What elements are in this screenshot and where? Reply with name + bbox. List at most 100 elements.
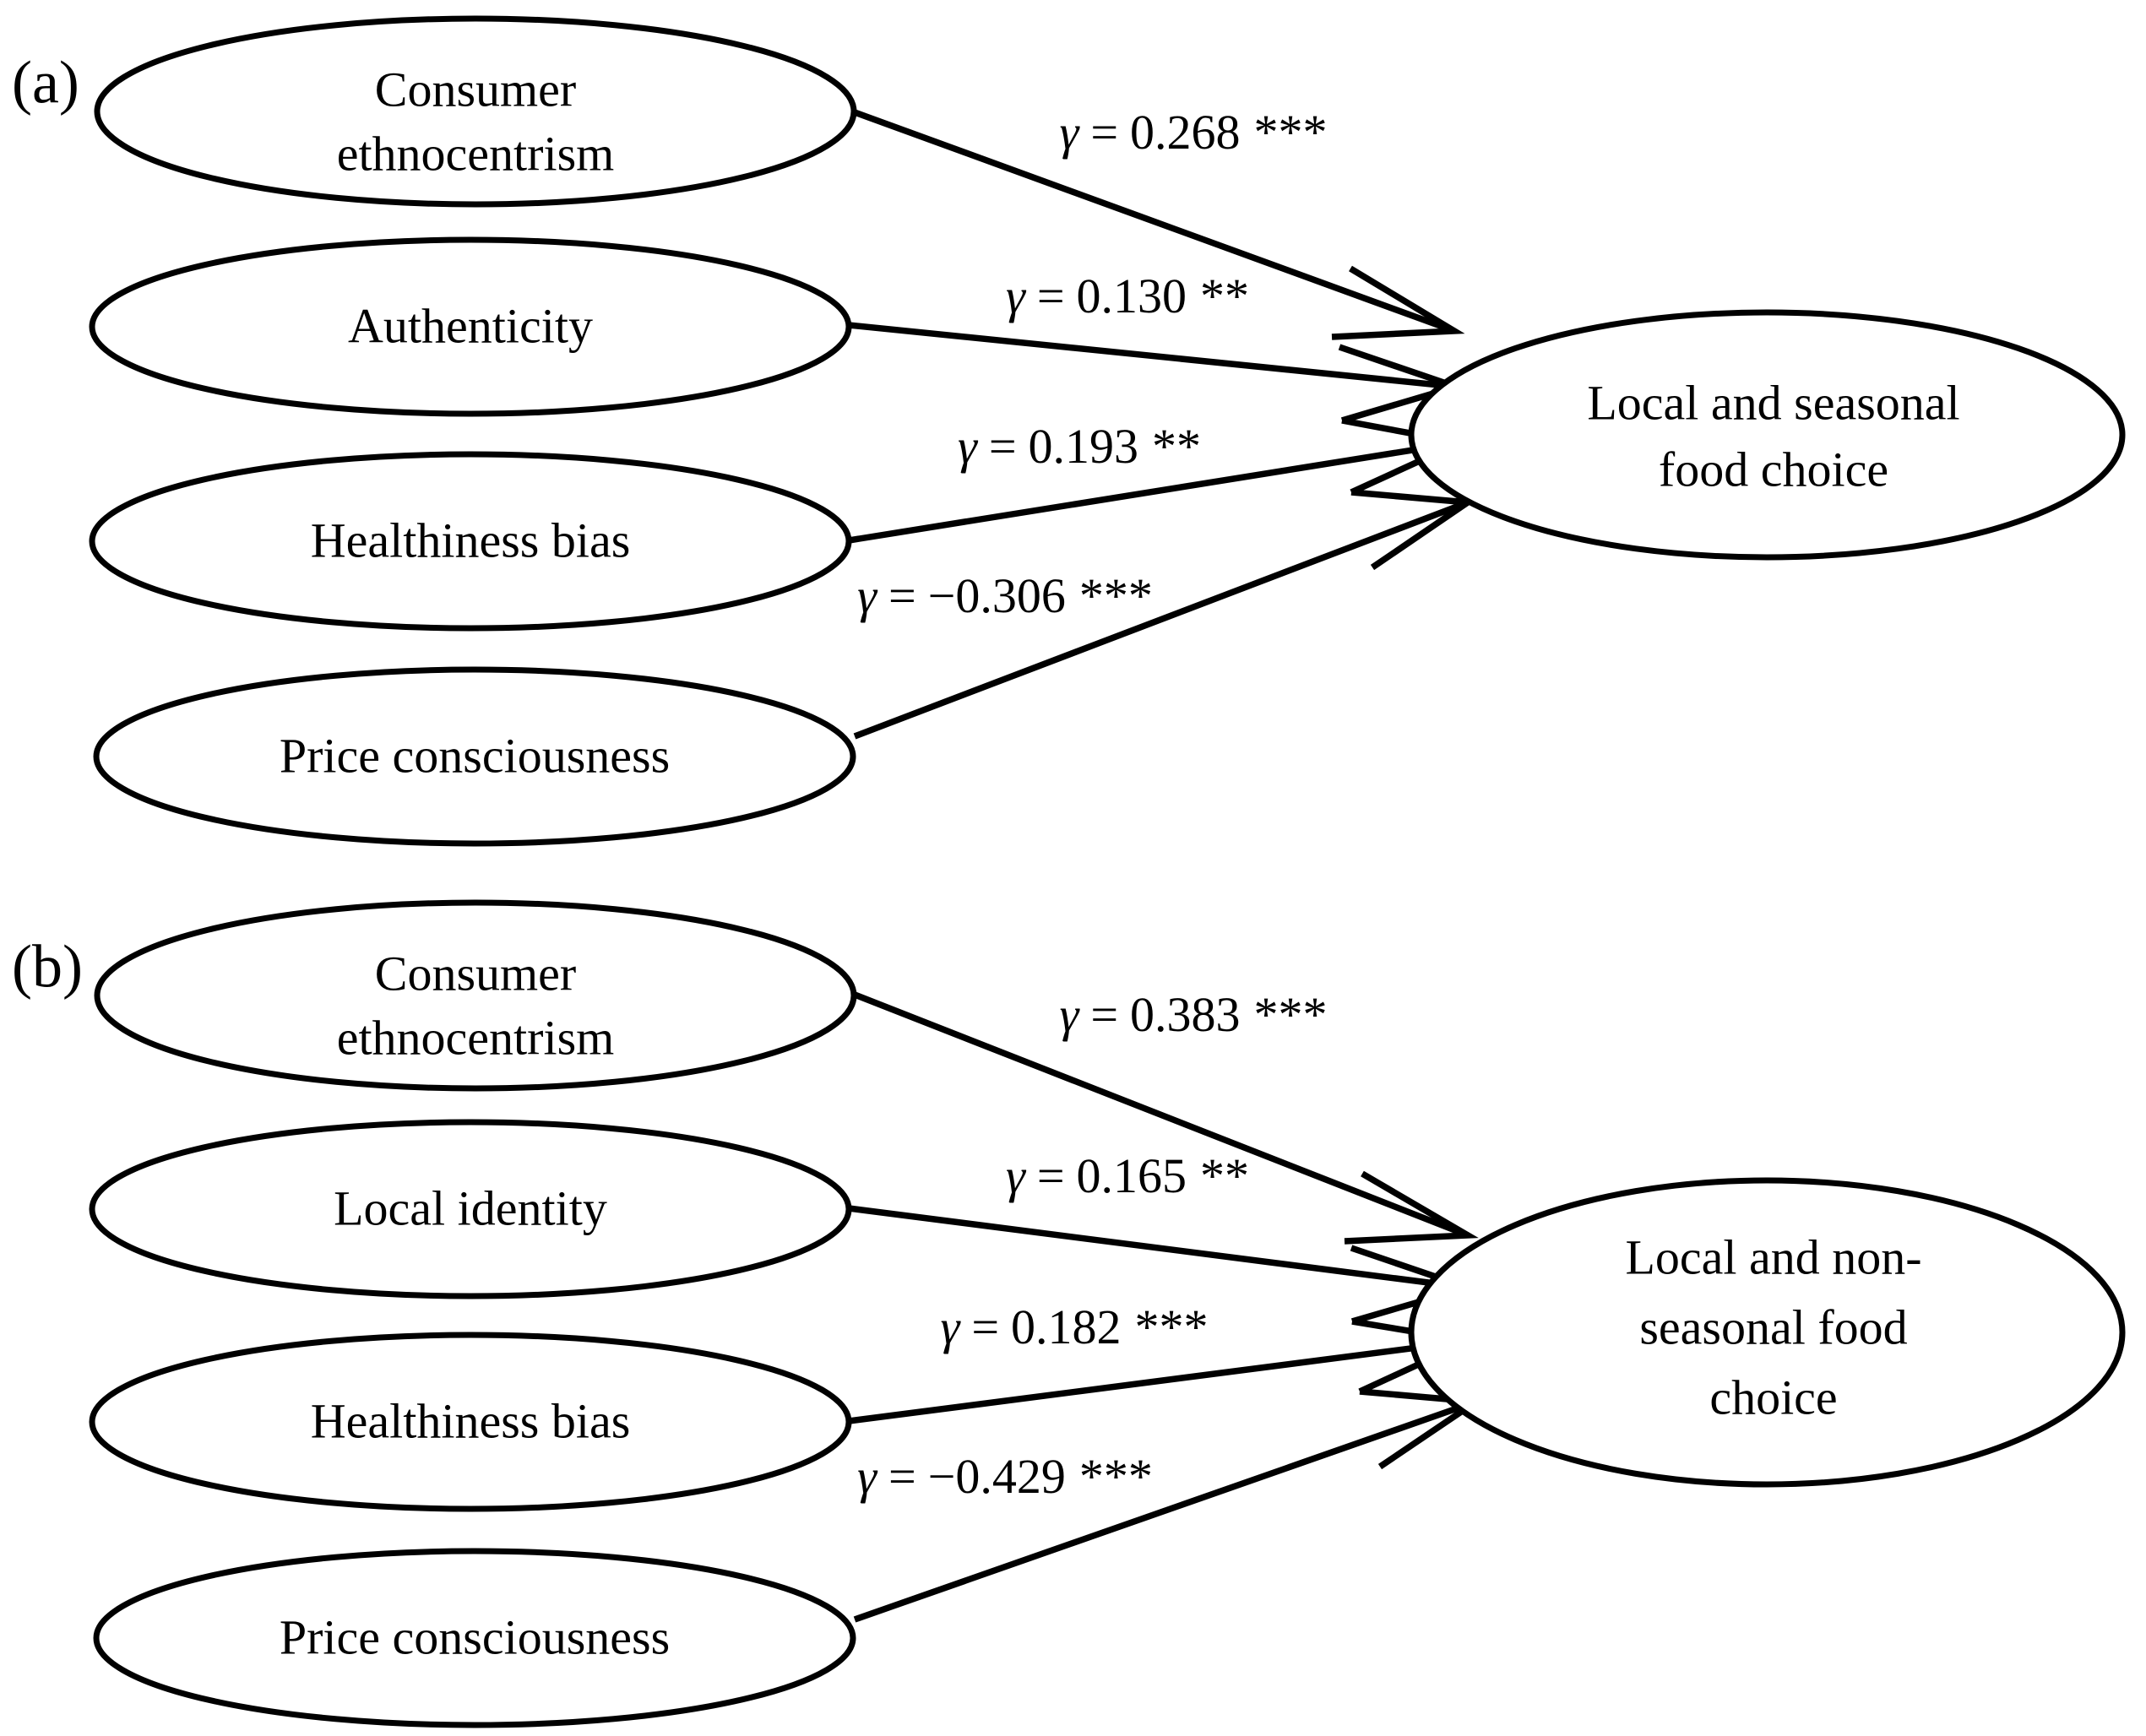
coefficient-value: 0.182 — [1011, 1299, 1122, 1354]
path-price-consciousness-to-outcome: γ=−0.429*** — [853, 1388, 1486, 1623]
path-line — [848, 322, 1457, 390]
panel-a: (a) γ=0.268*** γ=0.130** — [12, 15, 2126, 847]
path-coefficient-label: γ=0.165** — [1006, 1148, 1249, 1203]
significance-stars: *** — [1079, 568, 1153, 623]
node-label-line-3: choice — [1709, 1370, 1837, 1424]
node-label-line-2: seasonal food — [1639, 1299, 1907, 1354]
coefficient-value: 0.165 — [1077, 1148, 1187, 1203]
node-consumer-ethnocentrism-a: Consumer ethnocentrism — [94, 15, 857, 208]
node-label-line-1: Healthiness bias — [311, 1393, 631, 1448]
node-local-and-non-seasonal-food-choice: Local and non- seasonal food choice — [1408, 1177, 2126, 1488]
coefficient-value: −0.429 — [928, 1449, 1066, 1504]
path-line — [848, 439, 1461, 544]
node-ellipse — [89, 1332, 852, 1512]
path-consumer-ethnocentrism-to-outcome: γ=0.268*** — [853, 105, 1465, 340]
path-price-consciousness-to-outcome: γ=−0.306*** — [853, 489, 1477, 740]
gamma-symbol: γ — [940, 1299, 961, 1354]
significance-stars: ** — [1200, 269, 1249, 323]
significance-stars: *** — [1079, 1449, 1153, 1504]
coefficient-value: 0.193 — [1029, 419, 1139, 474]
gamma-symbol: γ — [857, 568, 878, 623]
path-coefficient-label: γ=0.193** — [958, 419, 1201, 474]
path-coefficient-label: γ=−0.429*** — [857, 1449, 1153, 1504]
node-label-line-2: ethnocentrism — [337, 126, 615, 181]
panel-b-label: (b) — [12, 933, 83, 1001]
path-line — [853, 1398, 1478, 1623]
path-line — [853, 991, 1470, 1239]
gamma-symbol: γ — [1006, 1148, 1027, 1203]
significance-stars: *** — [1254, 105, 1328, 160]
path-authenticity-to-outcome: γ=0.130** — [848, 269, 1467, 424]
node-healthiness-bias-b: Healthiness bias — [89, 1332, 852, 1512]
node-label-line-1: Local and non- — [1625, 1229, 1921, 1284]
significance-stars: ** — [1152, 419, 1201, 474]
path-line — [848, 1205, 1469, 1291]
panel-b-paths: γ=0.383*** γ=0.165** γ=0.182*** — [848, 987, 1486, 1623]
equals-sign: = — [989, 419, 1017, 474]
node-consumer-ethnocentrism-b: Consumer ethnocentrism — [94, 899, 857, 1092]
path-coefficient-label: γ=0.182*** — [940, 1299, 1208, 1354]
significance-stars: *** — [1254, 987, 1328, 1042]
arrow-head-icon — [1350, 489, 1477, 571]
node-label-line-1: Local and seasonal — [1587, 375, 1959, 430]
coefficient-value: 0.130 — [1077, 269, 1187, 323]
coefficient-value: 0.383 — [1130, 987, 1241, 1042]
node-ellipse — [89, 451, 852, 632]
node-authenticity-a: Authenticity — [89, 236, 852, 417]
panel-b: (b) γ=0.383*** γ=0.165** — [12, 899, 2126, 1728]
panel-a-paths: γ=0.268*** γ=0.130** γ=0.193** — [848, 105, 1477, 740]
node-local-identity-b: Local identity — [89, 1119, 852, 1299]
path-coefficient-label: γ=0.130** — [1006, 269, 1249, 323]
arrow-head-icon — [1331, 265, 1465, 340]
node-label-line-1: Authenticity — [348, 298, 593, 353]
path-healthiness-bias-to-outcome: γ=0.182*** — [848, 1299, 1480, 1424]
node-label-line-1: Consumer — [375, 946, 576, 1001]
node-ellipse — [94, 899, 857, 1092]
node-label-line-1: Consumer — [375, 62, 576, 117]
coefficient-value: −0.306 — [928, 568, 1066, 623]
path-coefficient-label: γ=−0.306*** — [857, 568, 1153, 623]
node-label-line-2: ethnocentrism — [337, 1010, 615, 1065]
equals-sign: = — [1090, 105, 1118, 160]
panel-a-label: (a) — [12, 49, 79, 117]
equals-sign: = — [888, 568, 916, 623]
significance-stars: ** — [1200, 1148, 1249, 1203]
node-healthiness-bias-a: Healthiness bias — [89, 451, 852, 632]
node-price-consciousness-a: Price consciousness — [93, 666, 856, 847]
node-ellipse — [1408, 1177, 2126, 1488]
gamma-symbol: γ — [1006, 269, 1027, 323]
equals-sign: = — [1037, 1148, 1065, 1203]
gamma-symbol: γ — [1059, 105, 1080, 160]
node-ellipse — [1408, 309, 2126, 561]
node-ellipse — [93, 666, 856, 847]
equals-sign: = — [971, 1299, 999, 1354]
equals-sign: = — [1037, 269, 1065, 323]
equals-sign: = — [1090, 987, 1118, 1042]
node-label-line-1: Healthiness bias — [311, 513, 631, 567]
path-coefficient-label: γ=0.383*** — [1059, 987, 1327, 1042]
path-local-identity-to-outcome: γ=0.165** — [848, 1148, 1479, 1325]
path-line — [853, 499, 1470, 740]
node-price-consciousness-b: Price consciousness — [93, 1548, 856, 1728]
node-ellipse — [94, 15, 857, 208]
node-label-line-1: Local identity — [334, 1180, 607, 1235]
gamma-symbol: γ — [857, 1449, 878, 1504]
path-line — [848, 1337, 1470, 1424]
node-local-and-seasonal-food-choice: Local and seasonal food choice — [1408, 309, 2126, 561]
arrow-head-icon — [1344, 1170, 1479, 1245]
gamma-symbol: γ — [958, 419, 979, 474]
equals-sign: = — [888, 1449, 916, 1504]
node-label-line-2: food choice — [1659, 442, 1888, 496]
coefficient-value: 0.268 — [1130, 105, 1241, 160]
node-ellipse — [89, 1119, 852, 1299]
node-ellipse — [93, 1548, 856, 1728]
significance-stars: *** — [1135, 1299, 1209, 1354]
node-label-line-1: Price consciousness — [280, 728, 670, 783]
gamma-symbol: γ — [1059, 987, 1080, 1042]
node-label-line-1: Price consciousness — [280, 1609, 670, 1664]
path-line — [853, 109, 1456, 334]
path-consumer-ethnocentrism-to-outcome: γ=0.383*** — [853, 987, 1479, 1245]
path-coefficient-label: γ=0.268*** — [1059, 105, 1327, 160]
